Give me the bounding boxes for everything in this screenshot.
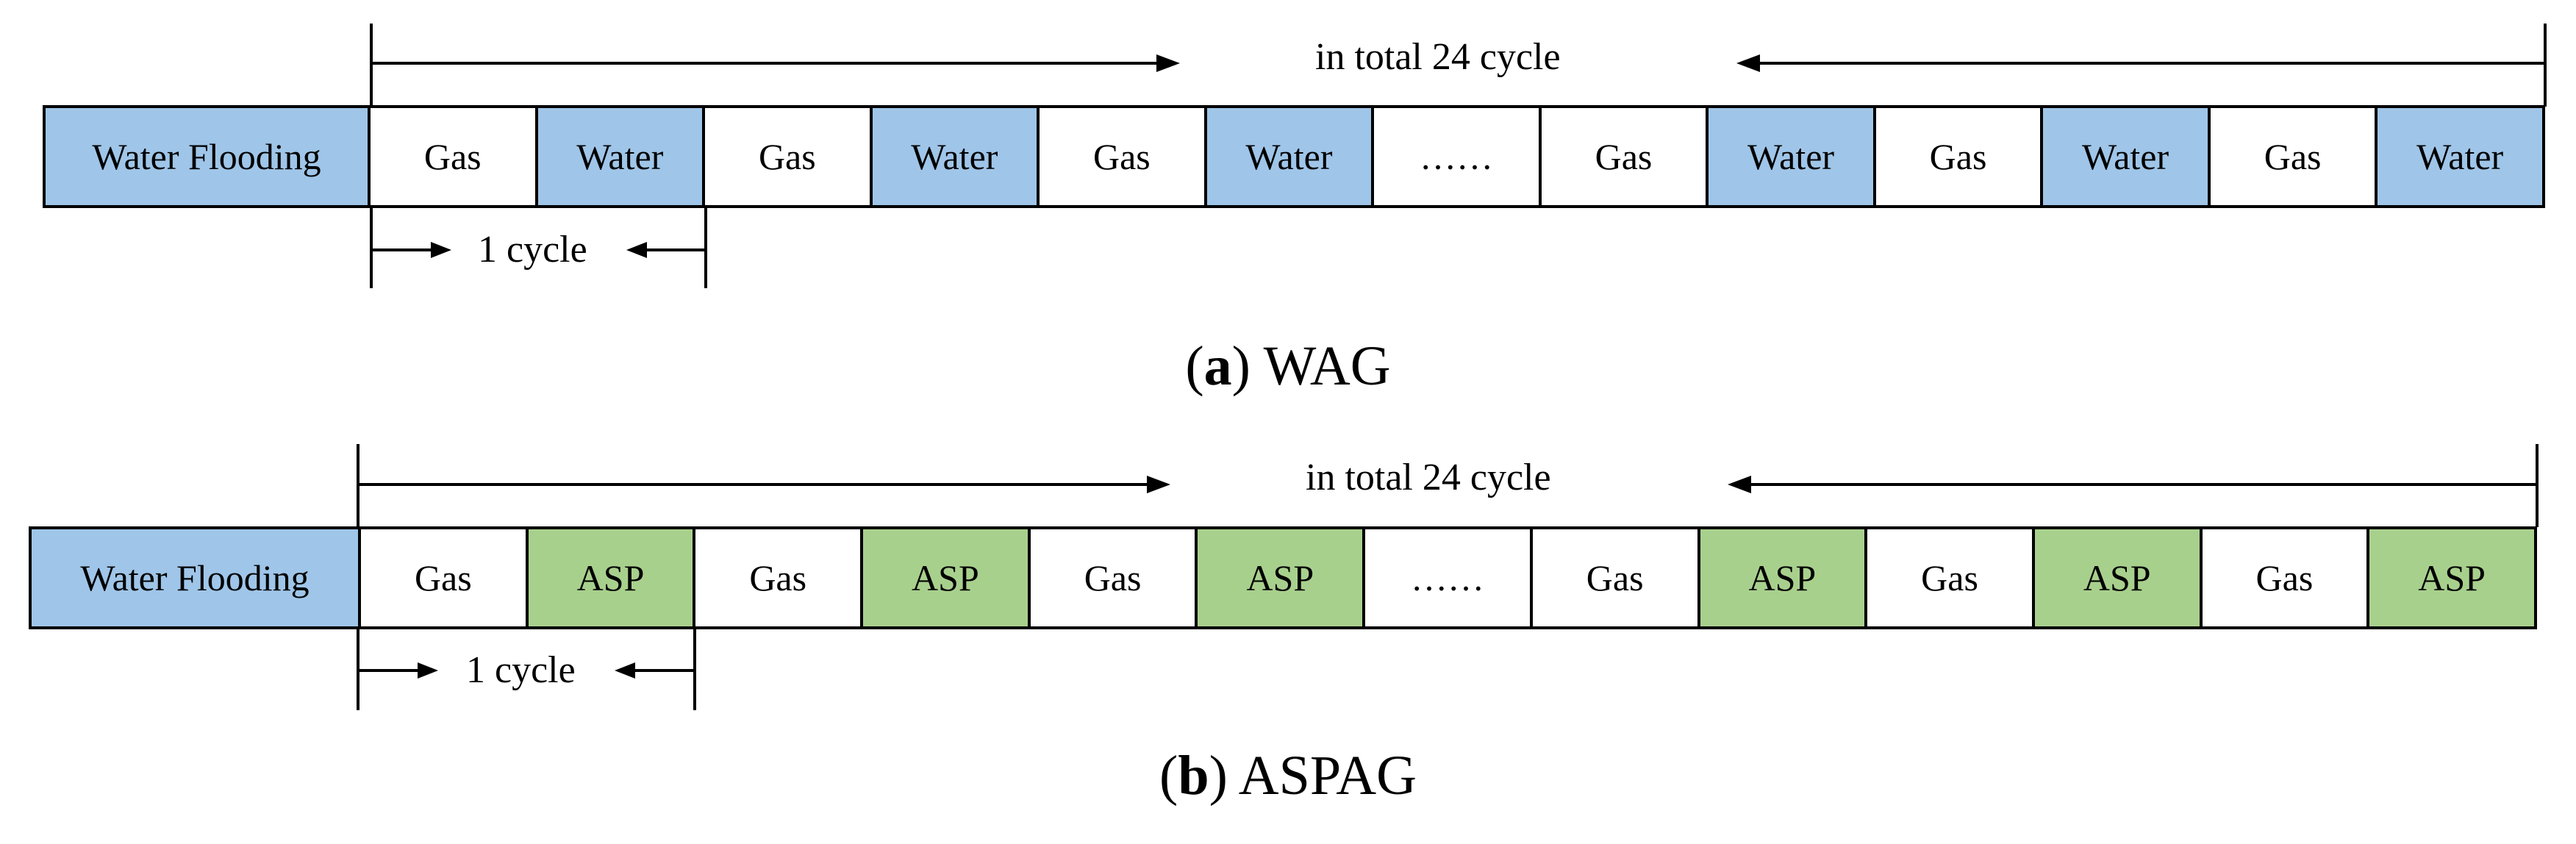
- aspag-cycle-label: 1 cycle: [466, 649, 576, 691]
- flood-block-gas: ……: [1362, 526, 1533, 629]
- flood-block-gas: Gas: [358, 526, 529, 629]
- flood-block-gas: Gas: [1037, 105, 1207, 208]
- aspag-total-label: in total 24 cycle: [1306, 457, 1551, 498]
- flood-block-water: Water: [2040, 105, 2211, 208]
- aspag-caption-text: ASPAG: [1227, 745, 1417, 807]
- flood-block-gas: Gas: [1872, 105, 2044, 208]
- flood-block-gas: Gas: [1027, 526, 1198, 629]
- aspag-total-arrowhead-left: [1147, 476, 1170, 493]
- flood-block-water: Water: [534, 105, 706, 208]
- flood-block-asp: ASP: [1697, 526, 1868, 629]
- flood-block-gas: Gas: [2199, 526, 2370, 629]
- flood-block-asp: ASP: [860, 526, 1031, 629]
- aspag-cycle-arrowhead-right: [615, 662, 635, 679]
- aspag-arrows: [357, 444, 2539, 710]
- aspag-caption: (b) ASPAG: [1159, 745, 1417, 807]
- flood-block-gas: Gas: [1529, 526, 1700, 629]
- wag-caption-letter: a: [1203, 335, 1232, 397]
- flood-block-gas: Gas: [2207, 105, 2378, 208]
- flood-block-gas: ……: [1371, 105, 1542, 208]
- wag-cycle-arrowhead-left: [431, 242, 451, 258]
- wag-total-label: in total 24 cycle: [1315, 36, 1561, 78]
- flood-block-water: Water: [1706, 105, 1876, 208]
- flood-block-asp: ASP: [1195, 526, 1366, 629]
- flood-block-asp: ASP: [525, 526, 696, 629]
- aspag-total-arrowhead-right: [1728, 476, 1751, 493]
- flood-block-water: Water: [2375, 105, 2545, 208]
- flood-block-gas: Gas: [693, 526, 864, 629]
- flood-block-water: Water: [869, 105, 1040, 208]
- flood-block-asp: ASP: [2366, 526, 2537, 629]
- flood-block-gas: Gas: [702, 105, 873, 208]
- wag-caption-text: WAG: [1250, 335, 1391, 397]
- wag-arrows: [370, 24, 2547, 288]
- flood-block-gas: Gas: [1864, 526, 2035, 629]
- wag-cycle-arrowhead-right: [626, 242, 647, 258]
- flood-block-water: Water Flooding: [29, 526, 361, 629]
- wag-total-arrowhead-right: [1736, 54, 1760, 72]
- flood-block-gas: Gas: [1538, 105, 1709, 208]
- aspag-caption-letter: b: [1178, 745, 1209, 807]
- flood-block-gas: Gas: [368, 105, 538, 208]
- flood-block-asp: ASP: [2031, 526, 2203, 629]
- aspag-cycle-arrowhead-left: [418, 662, 438, 679]
- flood-block-water: Water Flooding: [43, 105, 371, 208]
- wag-caption: (a) WAG: [1185, 335, 1391, 397]
- wag-total-arrowhead-left: [1156, 54, 1180, 72]
- flood-block-water: Water: [1203, 105, 1375, 208]
- wag-cycle-label: 1 cycle: [478, 229, 587, 271]
